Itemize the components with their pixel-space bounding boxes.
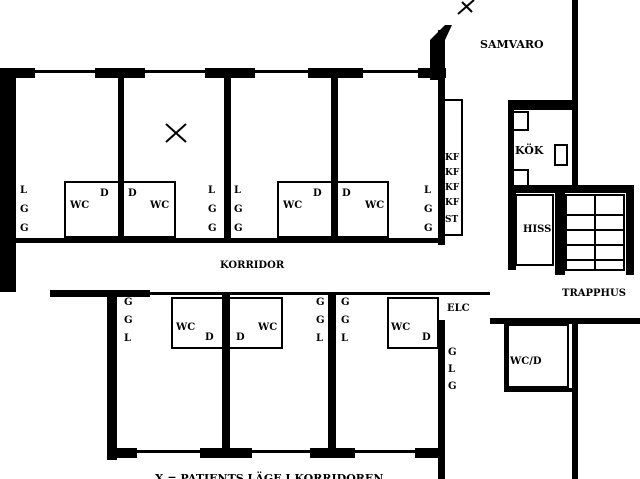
label-wc: WC	[175, 322, 195, 333]
label-g: G	[424, 204, 433, 215]
label-g: G	[316, 315, 325, 326]
label-wc: WC	[69, 200, 89, 211]
label-kf: KF	[445, 168, 460, 178]
label-g: G	[341, 297, 350, 308]
label-d: D	[128, 188, 137, 199]
label-l: L	[20, 185, 27, 196]
label-g: G	[234, 223, 243, 234]
label-g: G	[124, 297, 133, 308]
label-wc: WC	[364, 200, 384, 211]
patient-marks	[165, 0, 475, 143]
label-d: D	[236, 332, 245, 343]
label-g: G	[448, 347, 457, 358]
label-wc: WC	[149, 200, 169, 211]
label-d: D	[342, 188, 351, 199]
label-l: L	[316, 333, 323, 344]
label-korridor: KORRIDOR	[220, 260, 285, 271]
label-l: L	[234, 185, 241, 196]
label-g: G	[234, 204, 243, 215]
label-hiss: HISS	[523, 224, 551, 235]
label-g: G	[448, 381, 457, 392]
label-kf: KF	[445, 153, 460, 163]
label-wc: WC	[282, 200, 302, 211]
label-kok: KÖK	[515, 143, 544, 157]
label-d: D	[100, 188, 109, 199]
label-l: L	[448, 364, 455, 375]
label-trapphus: TRAPPHUS	[562, 288, 626, 299]
legend-text: X = PATIENTS LÄGE I KORRIDOREN	[155, 471, 383, 479]
label-g: G	[20, 204, 29, 215]
label-samvaro: SAMVARO	[480, 38, 544, 51]
label-d: D	[422, 332, 431, 343]
label-wc: WC	[257, 322, 277, 333]
label-g: G	[208, 204, 217, 215]
label-g: G	[341, 315, 350, 326]
storage-labels: L G G L G G L G G L G G G G L G G L G G …	[20, 153, 460, 392]
label-g: G	[20, 223, 29, 234]
label-g: G	[424, 223, 433, 234]
label-st: ST	[445, 215, 458, 225]
label-g: G	[208, 223, 217, 234]
label-g: G	[124, 315, 133, 326]
label-wcd: WC/D	[509, 356, 542, 367]
label-l: L	[424, 185, 431, 196]
fixtures	[64, 99, 625, 388]
label-d: D	[313, 188, 322, 199]
label-elc: ELC	[447, 303, 470, 314]
label-wc: WC	[390, 322, 410, 333]
label-l: L	[124, 333, 131, 344]
label-l: L	[208, 185, 215, 196]
label-g: G	[316, 297, 325, 308]
label-d: D	[205, 332, 214, 343]
label-kf: KF	[445, 183, 460, 193]
label-l: L	[341, 333, 348, 344]
label-kf: KF	[445, 198, 460, 208]
